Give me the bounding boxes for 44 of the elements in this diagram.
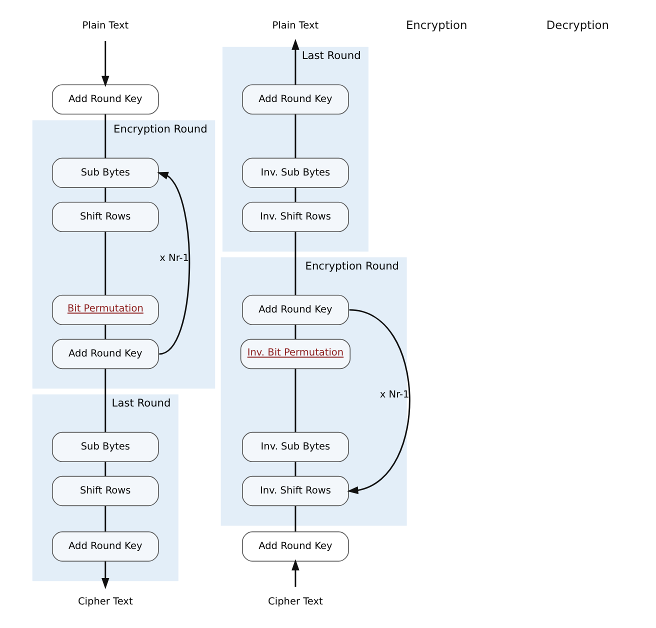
node-box: Sub Bytes: [51, 158, 158, 188]
connector: [294, 114, 296, 158]
connector: [294, 368, 296, 432]
node-box: Inv. Shift Rows: [242, 476, 348, 506]
node-box: Add Round Key: [51, 531, 158, 562]
label: Decryption: [546, 18, 609, 32]
connector: [104, 462, 106, 476]
connector: [104, 368, 106, 432]
node-box: Add Round Key: [242, 294, 348, 326]
connector: [104, 506, 106, 532]
edge-label: x Nr-1: [379, 390, 409, 401]
node-box: Shift Rows: [51, 202, 158, 232]
connector: [294, 506, 296, 532]
connector: [294, 462, 296, 476]
node-box: Inv. Sub Bytes: [242, 158, 348, 188]
node-box: Inv. Shift Rows: [242, 202, 348, 232]
arrow: [291, 38, 299, 85]
node-box: Sub Bytes: [51, 432, 158, 462]
node-box: Add Round Key: [242, 84, 348, 115]
node-text: Cipher Text: [77, 596, 132, 608]
arrow: [156, 172, 190, 355]
node-box: Add Round Key: [51, 338, 158, 370]
connector: [104, 324, 106, 340]
label: Encryption: [405, 18, 467, 32]
connector: [104, 114, 106, 158]
arrow: [101, 561, 109, 590]
node-box: Inv. Bit Permutation: [240, 338, 350, 370]
arrow: [346, 309, 410, 494]
node-box: Inv. Sub Bytes: [242, 432, 348, 462]
node-box: Add Round Key: [242, 531, 348, 562]
connector: [294, 232, 296, 296]
node-box: Bit Permutation: [51, 294, 158, 326]
edge-label: x Nr-1: [159, 252, 188, 264]
connector: [294, 188, 296, 202]
node-box: Add Round Key: [51, 84, 158, 115]
connector: [104, 188, 106, 202]
node-text: Cipher Text: [268, 596, 322, 608]
connector: [294, 324, 296, 340]
node-box: Shift Rows: [51, 476, 158, 506]
node-text: Plain Text: [82, 20, 128, 32]
connector: [104, 232, 106, 296]
arrow: [291, 559, 299, 587]
node-text: Plain Text: [272, 20, 318, 32]
arrow: [101, 41, 109, 87]
